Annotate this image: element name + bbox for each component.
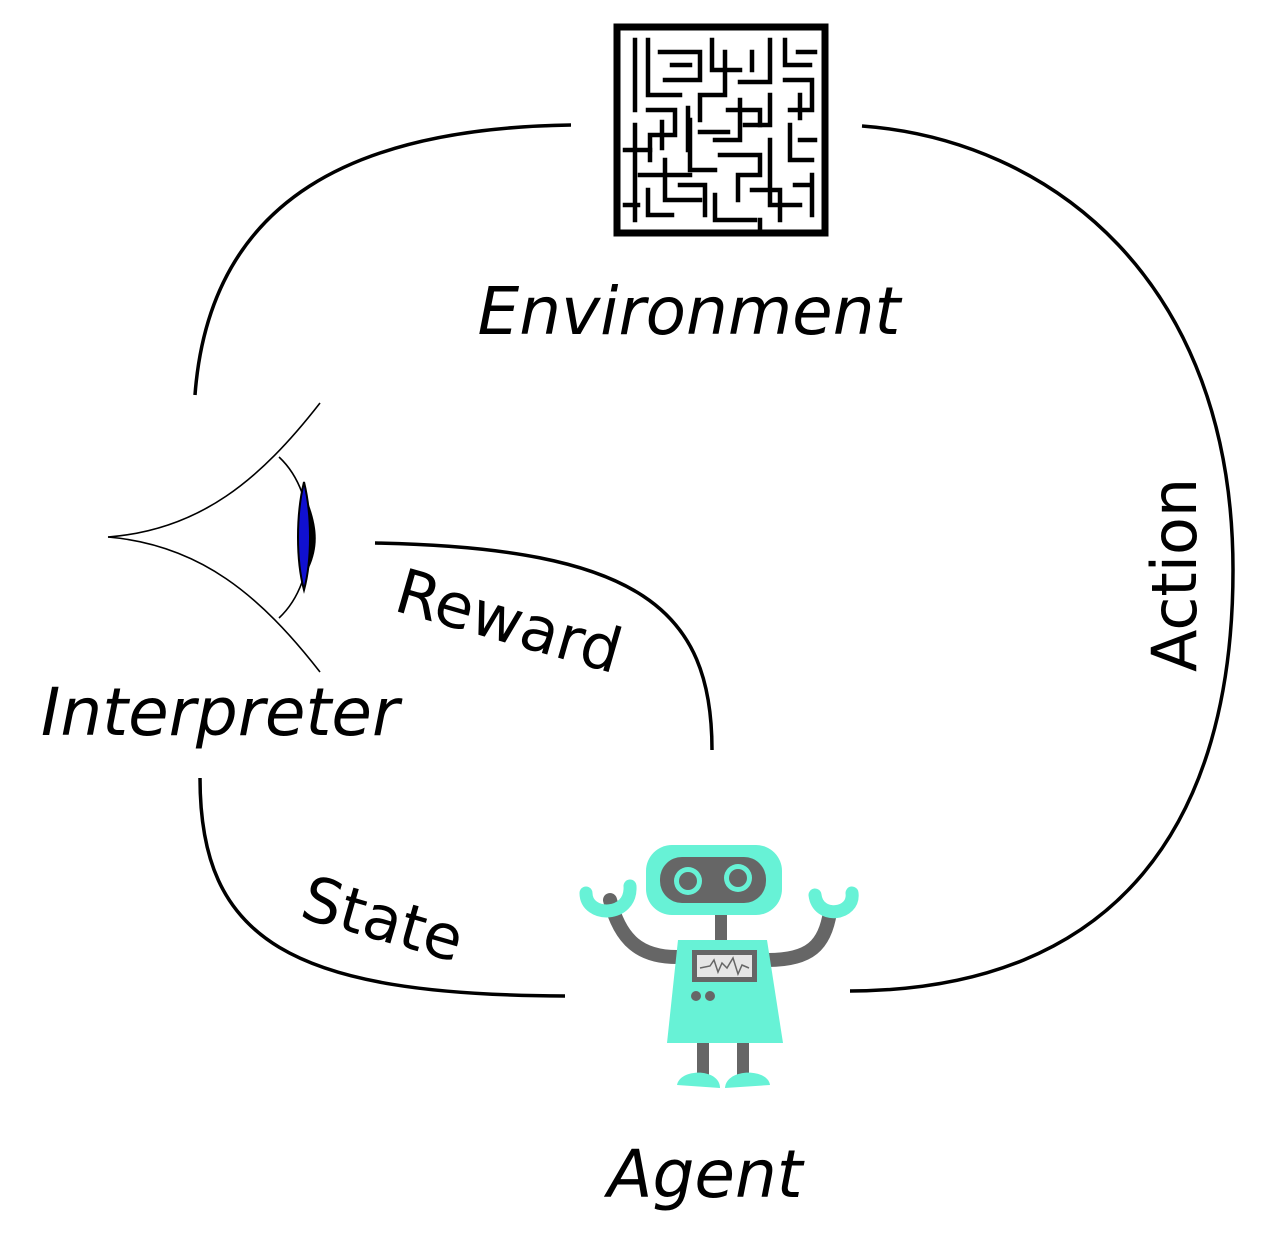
reward-label: Reward [388,554,630,688]
state-label: State [294,861,472,976]
maze-icon [613,23,829,237]
action-arrow [849,126,1235,993]
robot-icon [579,845,859,1088]
state-arrow [198,777,566,996]
interpreter-label: Interpreter [41,674,403,751]
reward-arrow [374,541,712,751]
agent-label: Agent [603,1136,804,1213]
environment-to-interpreter-arrow [195,123,572,396]
environment-label: Environment [478,273,903,350]
action-label: Action [1138,478,1211,672]
eye-icon [107,402,321,673]
